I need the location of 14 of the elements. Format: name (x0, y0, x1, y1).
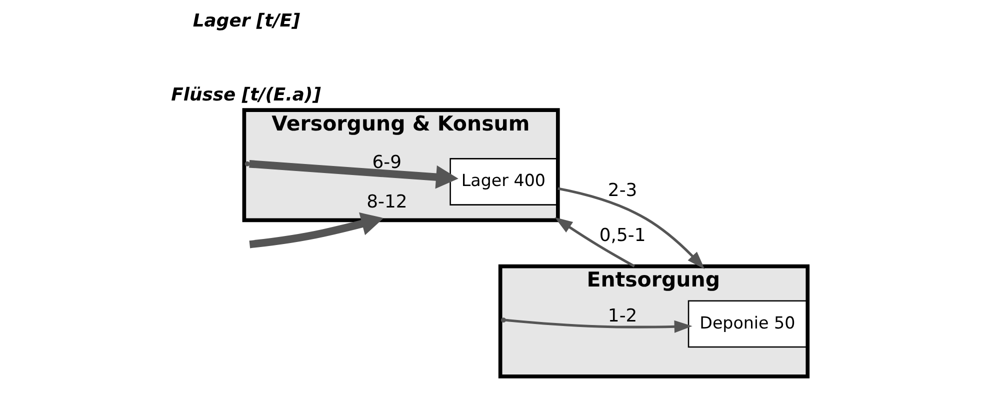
node-box: Deponie 50 (687, 300, 806, 348)
label: Lager [t/E] (192, 10, 300, 32)
edge-label: 1-2 (607, 306, 637, 327)
arrow (248, 212, 384, 248)
node-box: Lager 400 (449, 158, 557, 206)
edge-label: 2-3 (607, 180, 637, 202)
arrow (504, 318, 692, 333)
arrow (557, 187, 704, 270)
edge-label: 8-12 (366, 192, 407, 213)
edge-label: 6-9 (372, 152, 402, 173)
edge-label: 0,5-1 (598, 224, 646, 246)
label: Flüsse [t/(E.a)] (170, 84, 320, 106)
arrow (248, 160, 458, 189)
arrow (554, 217, 634, 268)
